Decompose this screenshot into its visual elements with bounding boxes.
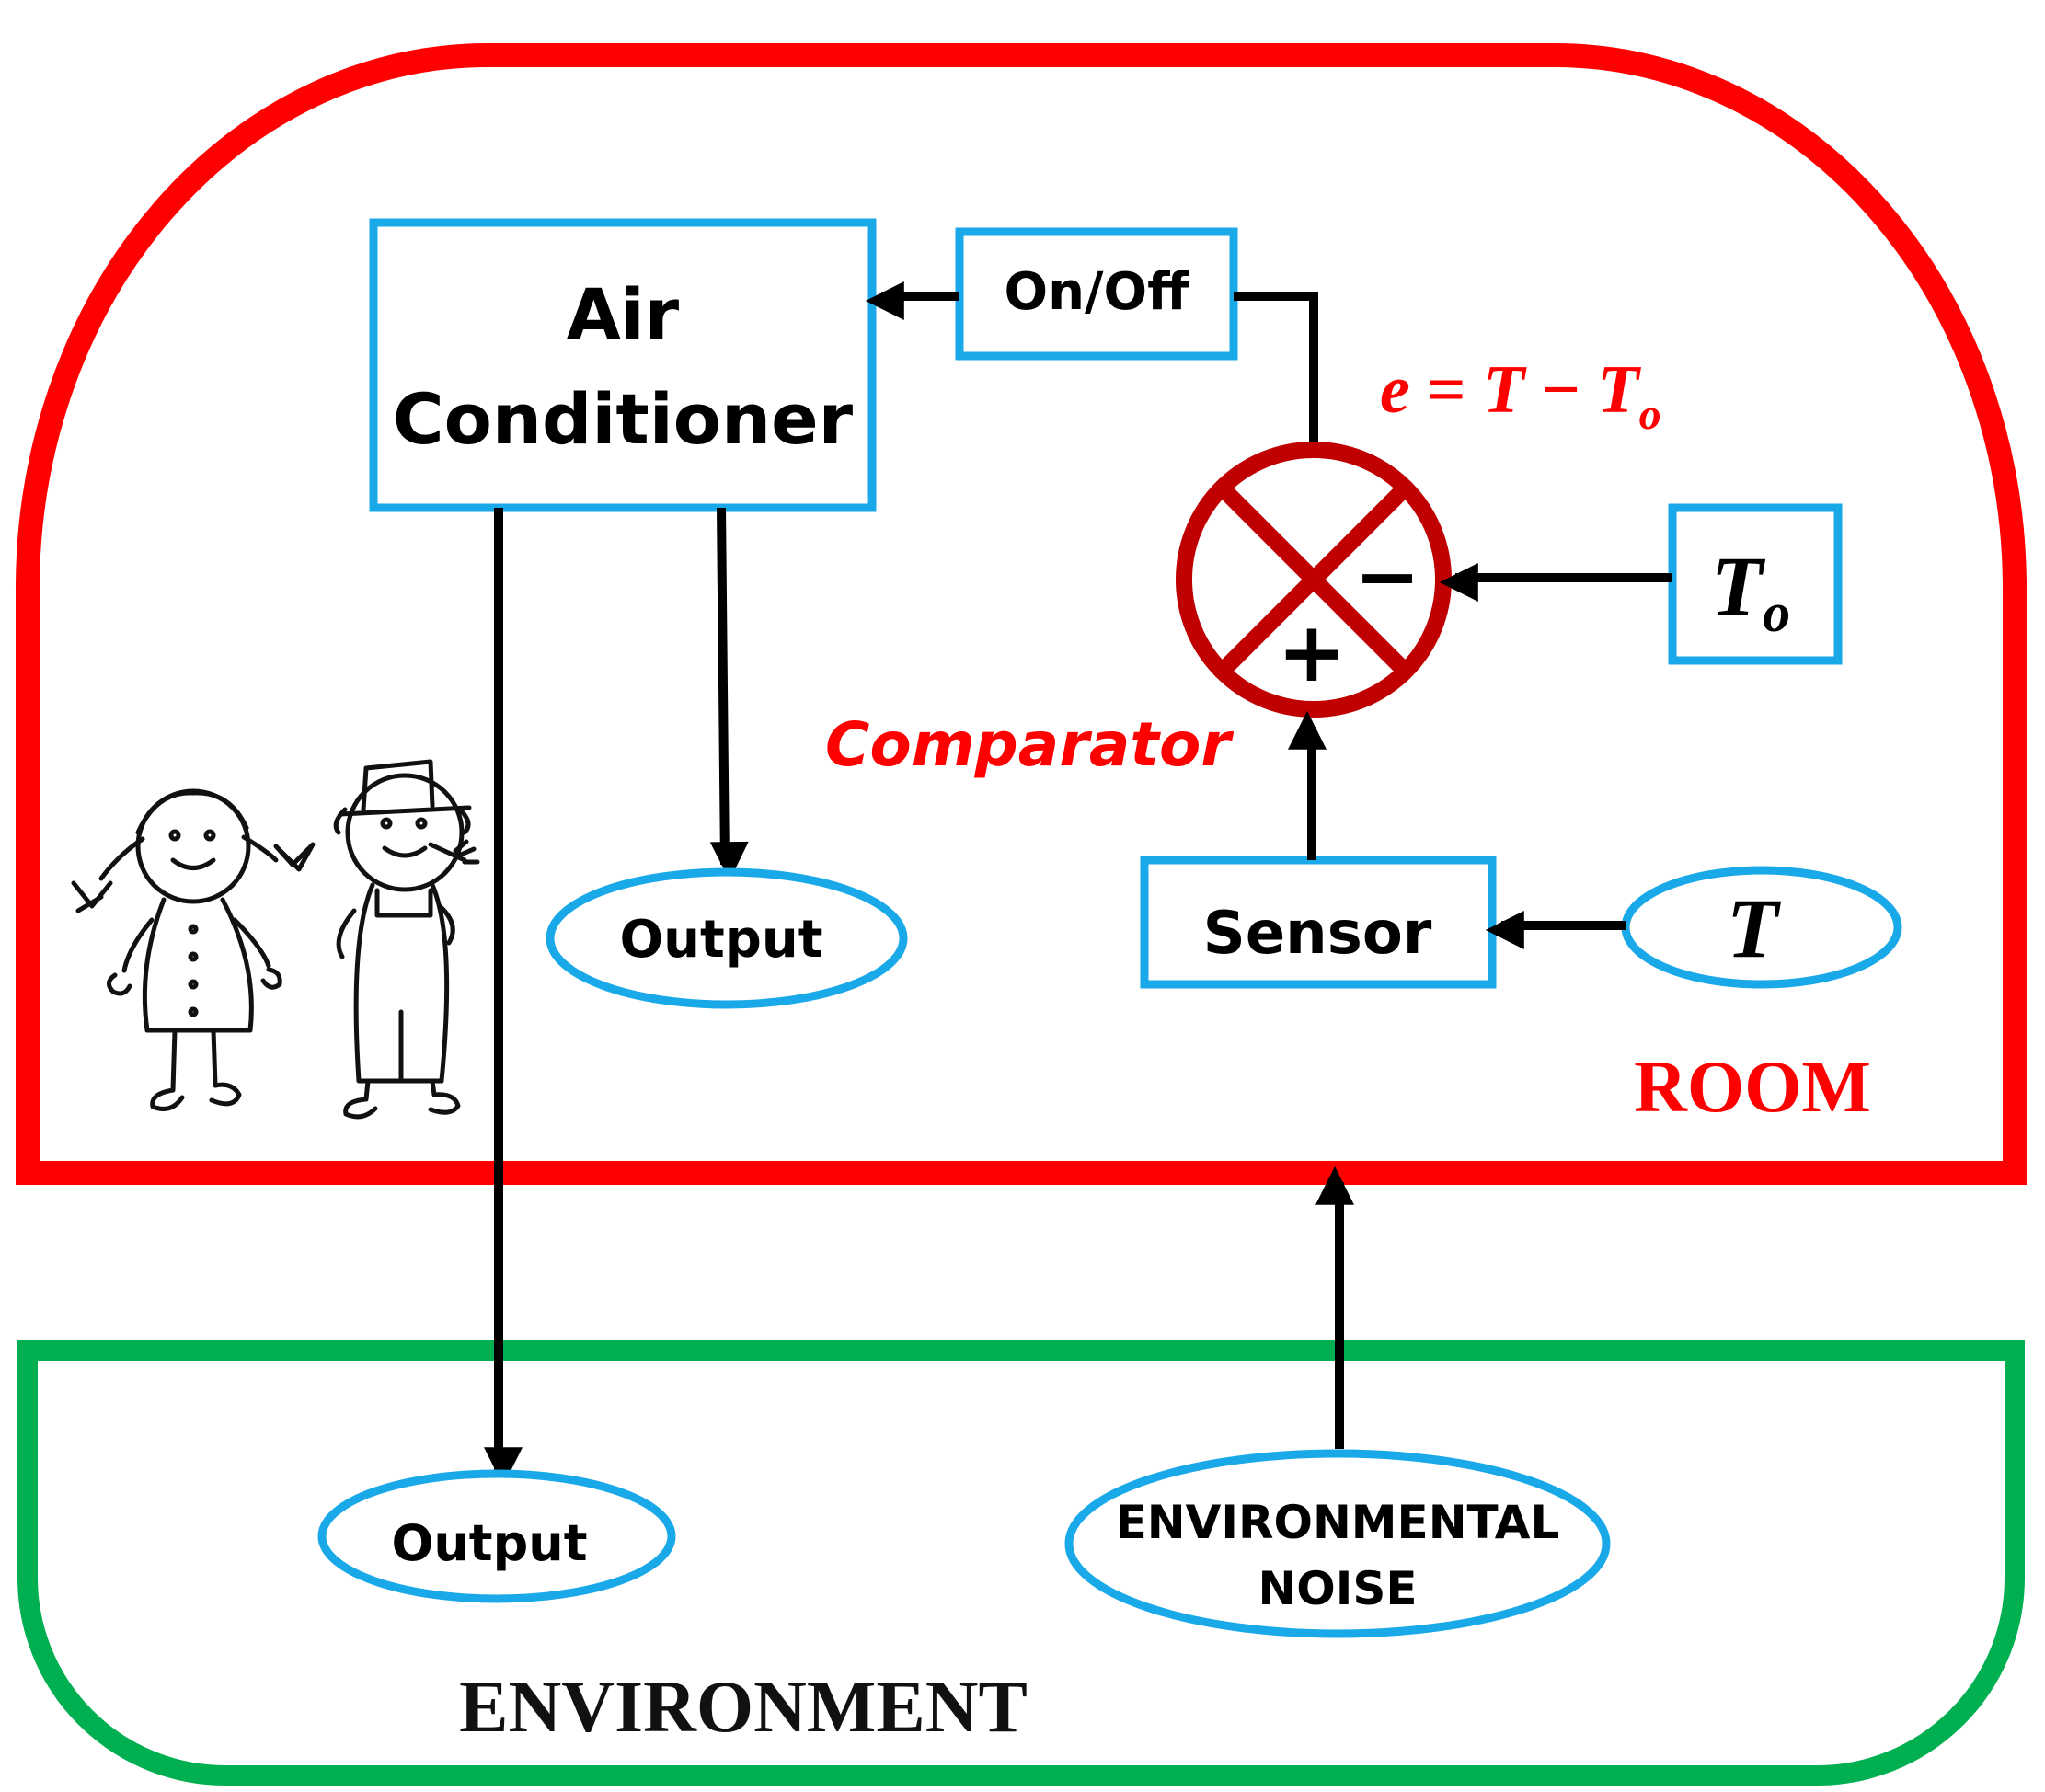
air-conditioner-label-line2: Conditioner [393, 378, 854, 460]
air-conditioner-to-room-output-arrow [709, 507, 749, 881]
environmental-noise-ellipse [1064, 1449, 1611, 1638]
room-boundary [16, 43, 2027, 1185]
equation-minus: − [1524, 352, 1597, 428]
equation-subscript: o [1639, 390, 1661, 439]
equation-t0: T [1597, 352, 1641, 428]
air-conditioner-label-line1: Air [567, 273, 680, 355]
air-conditioner-block [369, 218, 877, 512]
comparator-label: Comparator [825, 709, 1234, 780]
comparator-minus-sign: − [1354, 531, 1420, 623]
sensor-block [1140, 856, 1497, 989]
setpoint-block [1668, 503, 1843, 665]
room-label: ROOM [1634, 1047, 1871, 1128]
environment-output-label: Output [391, 1514, 587, 1572]
comparator-summing-junction [1176, 442, 1452, 718]
equation-lhs: e [1380, 352, 1410, 428]
environmental-noise-label-line1: ENVIRONMENTAL [1116, 1496, 1560, 1549]
error-equation: e = T − To [1380, 352, 1661, 439]
environment-output-ellipse [317, 1469, 676, 1603]
room-output-label: Output [620, 910, 823, 970]
environment-label: ENVIRONMENT [459, 1667, 1028, 1748]
sensor-label: Sensor [1203, 900, 1432, 968]
two-children-drawing-icon [71, 759, 480, 1120]
comparator-to-on-off-line [1234, 292, 1318, 443]
setpoint-symbol: To [1711, 539, 1790, 643]
equation-t: T [1483, 352, 1527, 428]
environment-boundary [17, 1340, 2025, 1786]
on-off-label: On/Off [1005, 262, 1190, 322]
room-temperature-symbol: T [1727, 881, 1782, 975]
room-output-ellipse [546, 867, 908, 1009]
environmental-noise-label-line2: NOISE [1258, 1562, 1417, 1615]
comparator-plus-sign: + [1277, 604, 1346, 701]
equation-equals: = [1410, 352, 1483, 428]
